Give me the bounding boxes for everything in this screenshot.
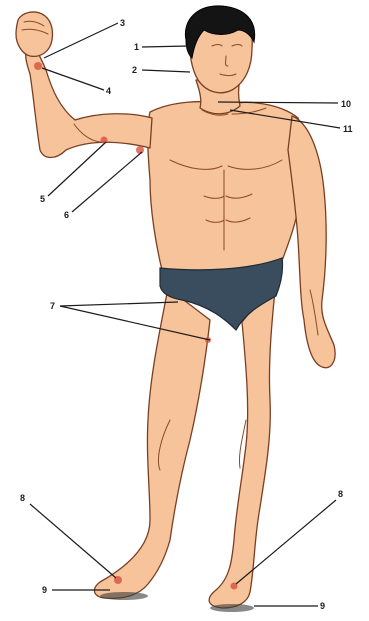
label-1: 1 — [134, 42, 139, 52]
body — [16, 6, 335, 612]
label-4: 4 — [106, 86, 111, 96]
point-3-wrist — [34, 62, 42, 70]
left-arm-hanging — [288, 116, 335, 368]
label-10: 10 — [341, 99, 351, 109]
label-5: 5 — [40, 194, 45, 204]
label-11: 11 — [343, 124, 353, 134]
point-5-elbow — [101, 137, 108, 144]
label-3: 3 — [120, 18, 125, 28]
torso — [148, 102, 305, 272]
label-7: 7 — [50, 301, 55, 311]
label-9-left: 9 — [42, 585, 47, 595]
right-arm-raised — [26, 44, 152, 158]
label-2: 2 — [132, 65, 137, 75]
point-6-axilla — [136, 146, 144, 154]
right-fist — [16, 12, 53, 56]
right-leg — [94, 288, 210, 598]
label-8-left: 8 — [20, 493, 25, 503]
label-8-right: 8 — [338, 489, 343, 499]
label-6: 6 — [64, 210, 69, 220]
label-9-right: 9 — [320, 601, 325, 611]
